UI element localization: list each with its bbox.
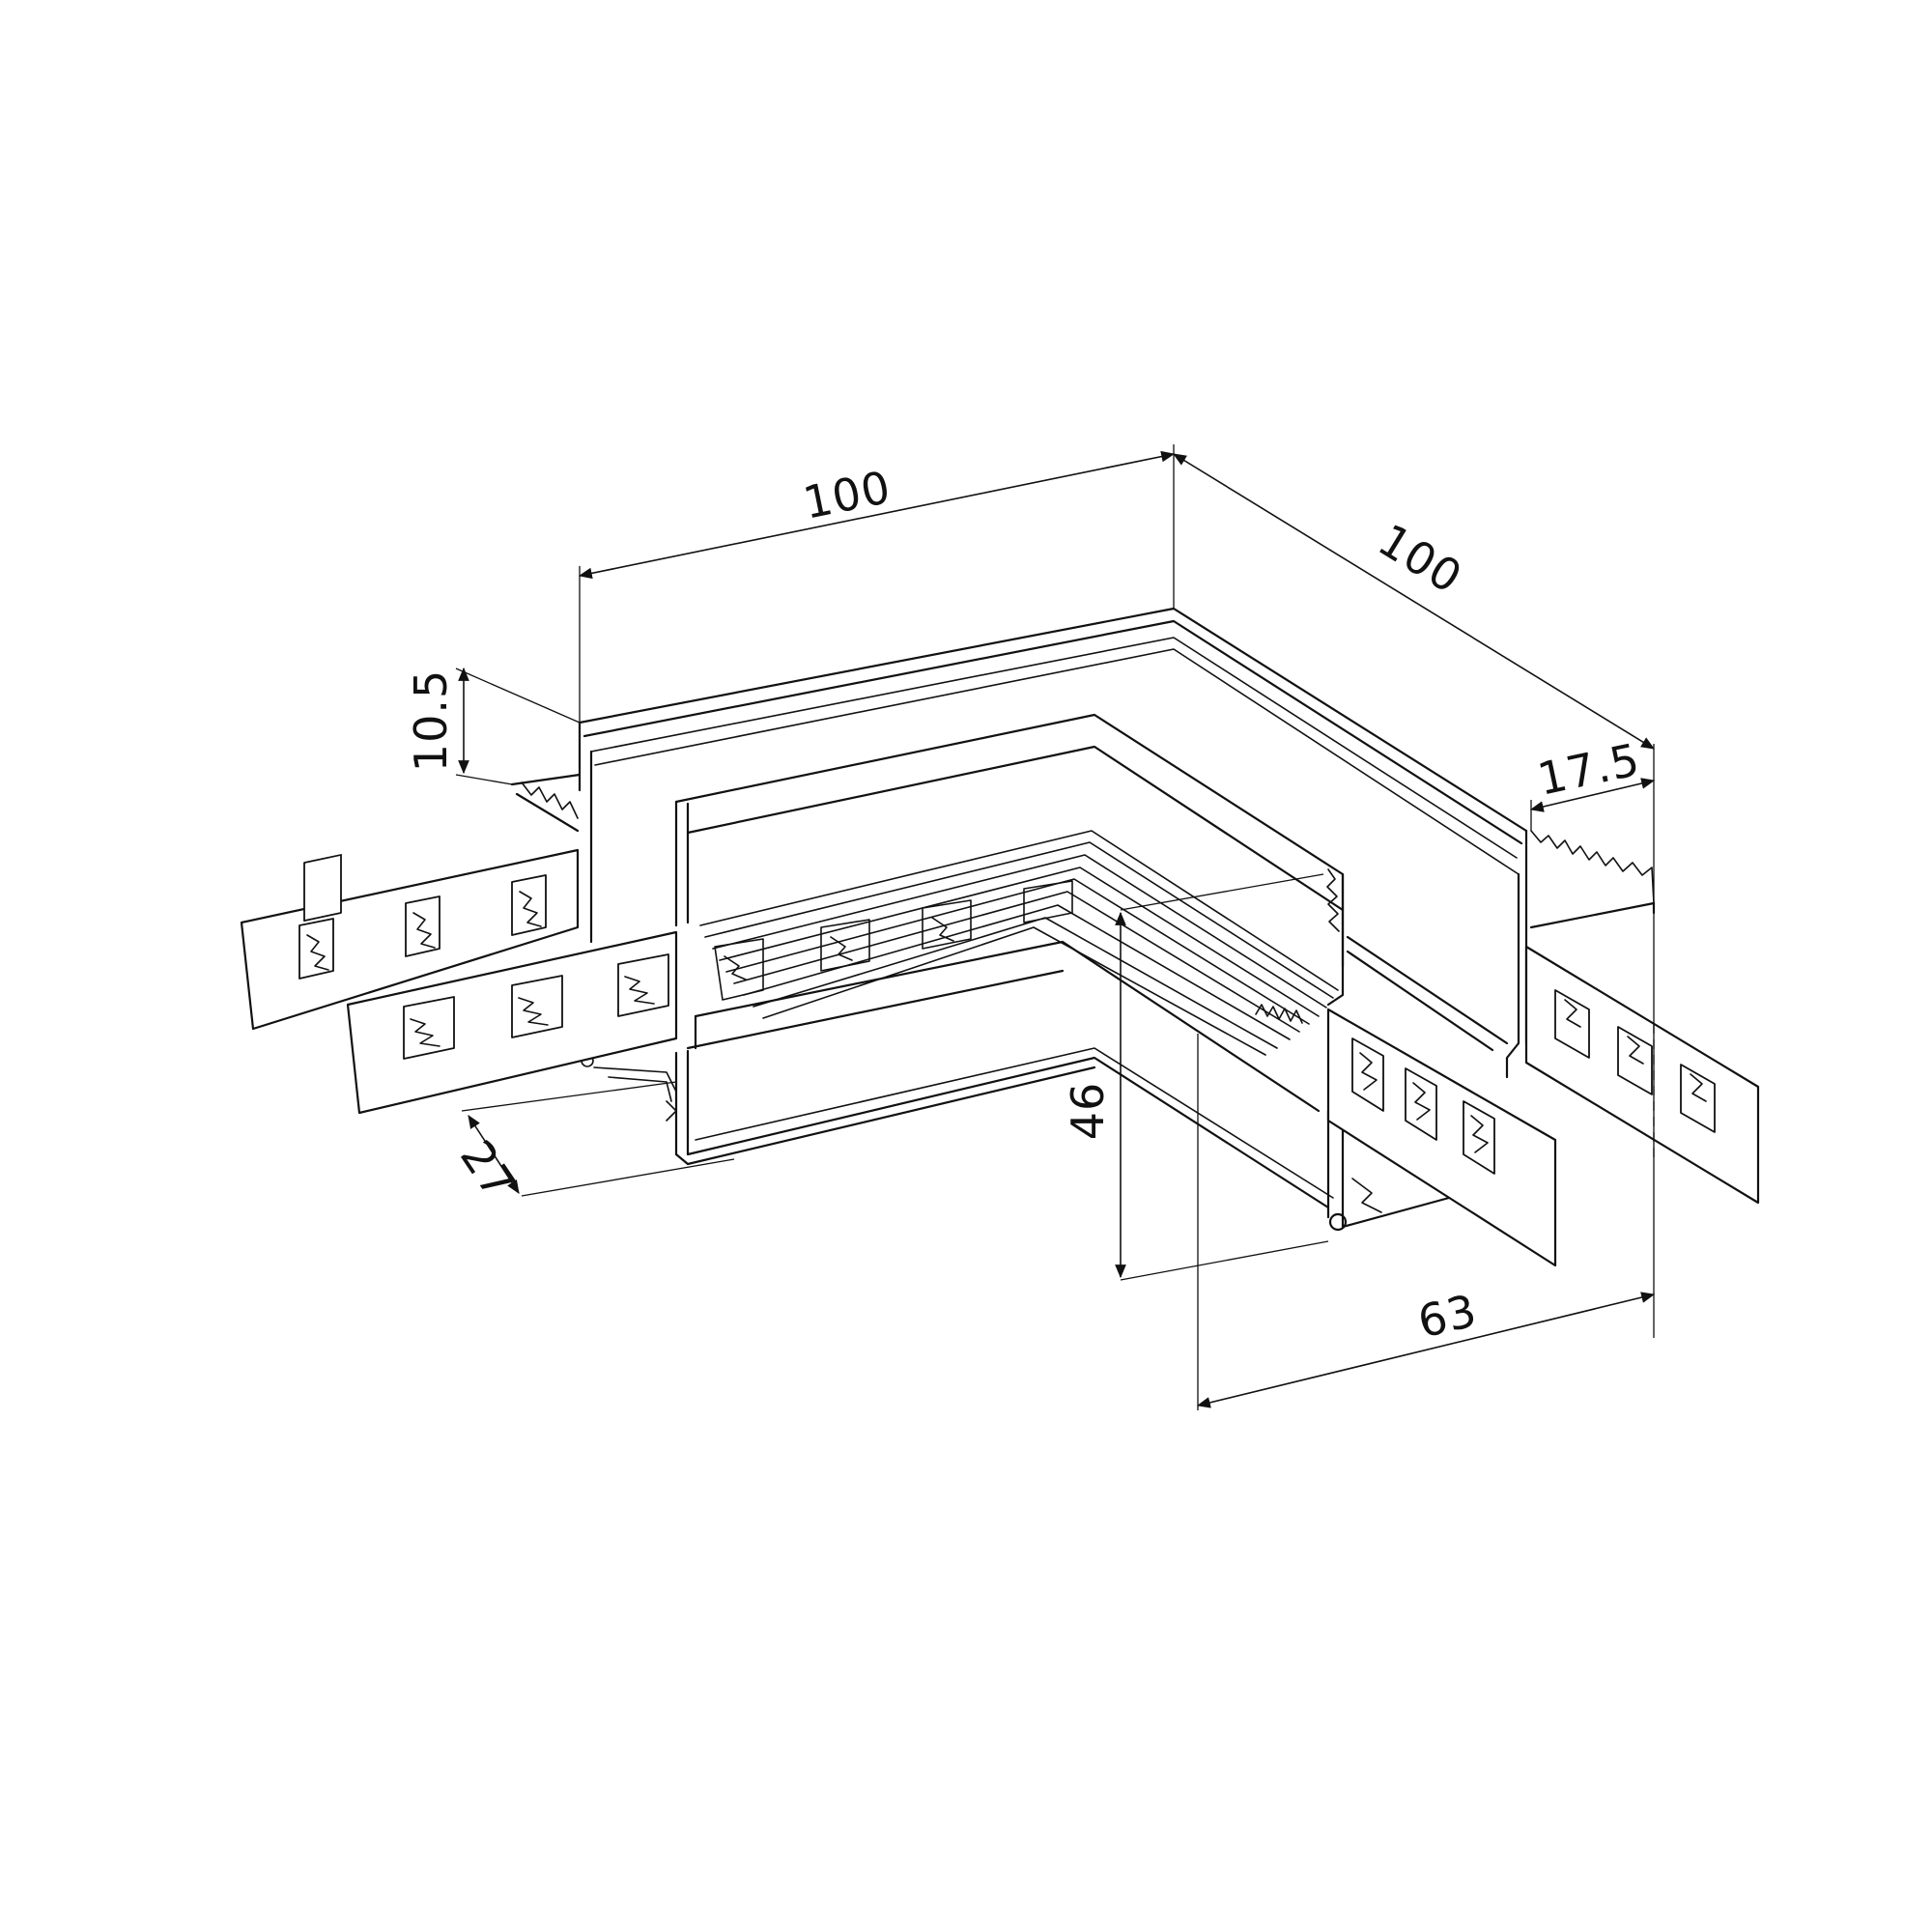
dim-label-10-5: 10.5 bbox=[405, 669, 457, 772]
corner-profile-body bbox=[510, 607, 1656, 1232]
dimension-profile-height: 46 bbox=[1062, 873, 1329, 1281]
dim-label-27: 27 bbox=[450, 1131, 526, 1208]
dim-label-17-5: 17.5 bbox=[1533, 733, 1644, 806]
connector-plate-left-front bbox=[346, 930, 678, 1115]
connector-plate-right-back bbox=[1524, 945, 1760, 1205]
dimension-bottom-depth: 27 bbox=[450, 1081, 735, 1208]
dimension-flange-height: 10.5 bbox=[405, 667, 581, 785]
connector-plate-right-front bbox=[1326, 1008, 1557, 1267]
dim-label-46: 46 bbox=[1062, 1082, 1114, 1141]
connector-plate-left-back bbox=[240, 848, 580, 1031]
dimension-flange-width: 17.5 bbox=[1529, 733, 1656, 831]
dim-label-100-right: 100 bbox=[1370, 514, 1472, 604]
dimension-top-left: 100 bbox=[578, 444, 1176, 723]
dimension-top-right: 100 bbox=[1173, 453, 1655, 903]
connector-plate-inner-visible bbox=[714, 880, 1073, 1001]
dim-label-100-left: 100 bbox=[799, 461, 895, 529]
dim-label-63: 63 bbox=[1413, 1284, 1482, 1348]
